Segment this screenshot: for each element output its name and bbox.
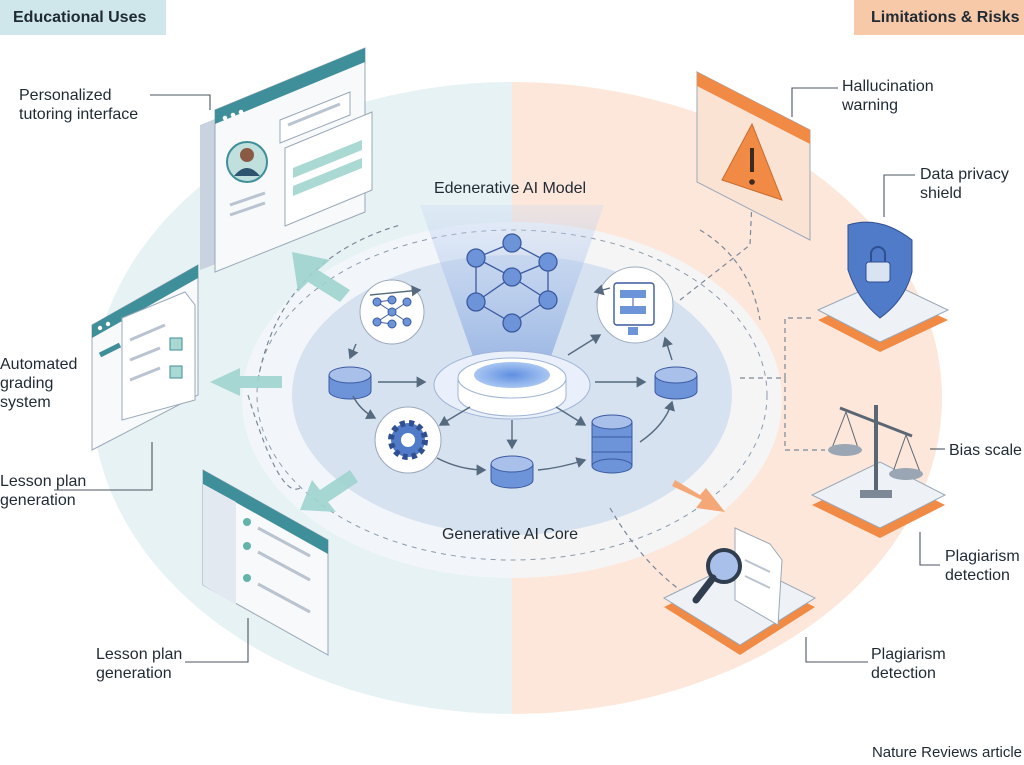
limitations-risks-header: Limitations & Risks [854, 0, 1024, 35]
warning-icon [696, 71, 811, 241]
tutoring-card-icon [200, 47, 373, 273]
risk-arrow [672, 480, 725, 512]
magnifier-icon [662, 527, 817, 655]
shield-icon [816, 221, 950, 352]
bias-label: Bias scale [949, 442, 1022, 459]
neural-network-icon [466, 233, 558, 333]
transformer-icon [596, 266, 674, 344]
footer-citation: Nature Reviews article [871, 744, 1022, 761]
core-disc-icon [433, 350, 591, 420]
model-label: Edenerative AI Model [433, 180, 587, 197]
lesson-plan-icon [202, 469, 329, 656]
grading-label: Automated grading system [0, 356, 78, 411]
gear-icon [374, 406, 442, 474]
bias-scale-icon [810, 405, 947, 538]
mini-network-icon [359, 279, 425, 345]
use-arrows [210, 252, 358, 512]
core-label: Generative AI Core [441, 526, 579, 543]
lesson-plan-label-bottom: Lesson plan generation [96, 646, 183, 682]
tutoring-label: Personalized tutoring interface [19, 87, 139, 123]
privacy-label: Data privacy shield [920, 166, 1009, 202]
data-cylinder-icon [328, 366, 698, 489]
flow-arrows [348, 284, 675, 476]
plagiarism-label-right: Plagiarism detection [945, 548, 1020, 584]
grading-document-icon [91, 264, 199, 451]
hallucination-label: Hallucination warning [842, 78, 934, 114]
callout-lines [54, 87, 945, 663]
educational-uses-header: Educational Uses [0, 0, 166, 35]
plagiarism-label-bottom: Plagiarism detection [871, 646, 946, 682]
database-icon [591, 414, 633, 474]
lesson-plan-label-left: Lesson plan generation [0, 473, 87, 509]
